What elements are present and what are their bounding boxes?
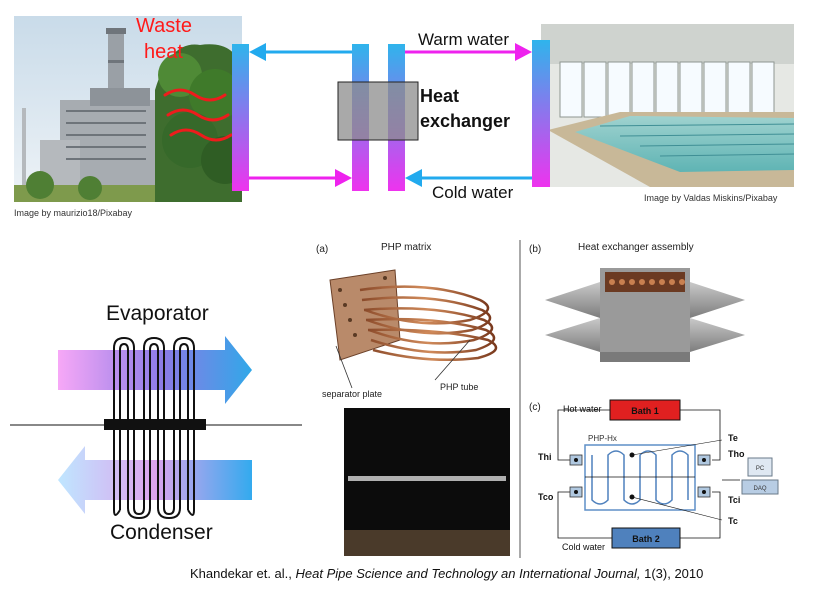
- tco-label: Tco: [538, 492, 554, 502]
- hot-water-label: Hot water: [563, 404, 602, 414]
- arrow-warm-water: [405, 43, 532, 61]
- separator-plate-bar: [104, 419, 206, 430]
- cold-water-label-fig: Cold water: [562, 542, 605, 552]
- citation-issue: 1(3), 2010: [641, 566, 704, 581]
- panel-a-label: (a): [316, 244, 328, 255]
- heat-exchanger-box: [337, 81, 419, 141]
- condenser-label: Condenser: [110, 521, 213, 544]
- tho-label: Tho: [728, 449, 745, 459]
- php-matrix-photo: [329, 269, 498, 362]
- te-label: Te: [728, 433, 738, 443]
- bath2-label: Bath 2: [632, 534, 660, 544]
- panel-c-label: (c): [529, 402, 541, 413]
- hx-assembly-photo: [545, 268, 745, 362]
- tc-label: Tc: [728, 516, 738, 526]
- panel-b-label: (b): [529, 244, 541, 255]
- hx-label-2: exchanger: [420, 111, 510, 131]
- arrow-cold-return-left: [249, 43, 352, 61]
- daq-box: [741, 479, 779, 495]
- daq-label: DAQ: [753, 486, 766, 492]
- condenser-arrow: [58, 446, 252, 514]
- journal-figure: (a) PHP matrix (b) Heat exchanger assemb…: [316, 240, 779, 558]
- citation-journal: Heat Pipe Science and Technology an Inte…: [296, 566, 641, 581]
- evaporator-label: Evaporator: [106, 302, 209, 325]
- warm-water-label: Warm water: [418, 30, 509, 49]
- waste-heat-label-1: Waste: [136, 15, 192, 37]
- cold-water-label: Cold water: [432, 183, 514, 202]
- thi-label: Thi: [538, 452, 552, 462]
- evaporator-arrow: [58, 336, 252, 404]
- pc-label: PC: [756, 466, 765, 472]
- tci-label: Tci: [728, 495, 740, 505]
- citation-authors: Khandekar et. al.,: [190, 566, 296, 581]
- php-tube-photo: [344, 408, 510, 556]
- loop-bar-left: [232, 44, 249, 191]
- hx-label-1: Heat: [420, 86, 459, 106]
- arrow-cold-water: [405, 169, 532, 187]
- factory-photo: [14, 16, 249, 203]
- php-schematic: [10, 336, 302, 520]
- bath1-label: Bath 1: [631, 406, 659, 416]
- panel-b-title: Heat exchanger assembly: [578, 242, 694, 253]
- citation: Khandekar et. al., Heat Pipe Science and…: [190, 566, 703, 581]
- experimental-setup-schematic: Bath 1 Hot water Bath 2 Cold water PHP-H…: [538, 399, 779, 552]
- waste-heat-label-2: heat: [144, 41, 183, 63]
- credit-left: Image by maurizio18/Pixabay: [14, 208, 133, 218]
- php-hx-label: PHP-Hx: [588, 434, 617, 443]
- arrow-hot-supply-left: [249, 169, 352, 187]
- separator-plate-label: separator plate: [322, 389, 382, 399]
- pc-monitor: [747, 457, 773, 477]
- php-tube-label: PHP tube: [440, 382, 478, 392]
- pool-photo: [541, 24, 795, 187]
- credit-right: Image by Valdas Miskins/Pixabay: [644, 193, 778, 203]
- panel-a-title: PHP matrix: [381, 242, 431, 253]
- loop-bar-right: [532, 40, 550, 187]
